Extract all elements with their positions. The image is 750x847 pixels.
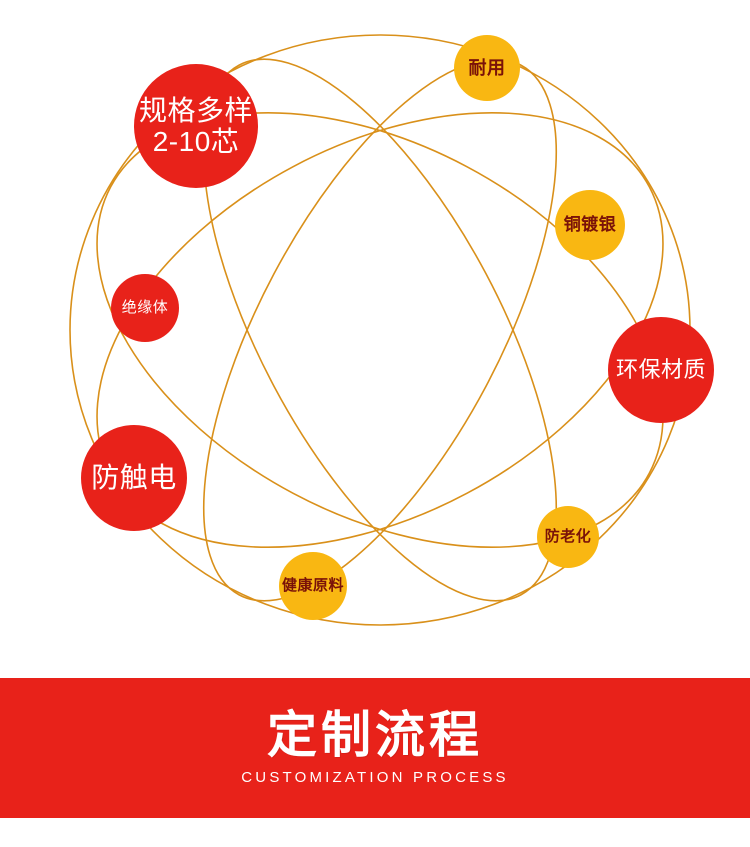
feature-node-durable[interactable]: 耐用 <box>454 35 520 101</box>
feature-node-eco-material[interactable]: 环保材质 <box>608 317 714 423</box>
feature-node-healthy-material[interactable]: 健康原料 <box>279 552 347 620</box>
banner-title: 定制流程 <box>267 706 483 764</box>
feature-node-spec[interactable]: 规格多样 2-10芯 <box>134 64 258 188</box>
feature-node-insulator[interactable]: 绝缘体 <box>111 274 179 342</box>
feature-node-label-anti-shock: 防触电 <box>91 462 177 494</box>
feature-node-label-eco-material: 环保材质 <box>615 356 706 382</box>
orbit-ellipse-4 <box>202 58 558 602</box>
feature-orbit-diagram: 规格多样 2-10芯 耐用铜镀银环保材质防老化健康原料 防触电 绝缘体 <box>69 34 714 626</box>
bottom-white-strip <box>0 818 750 847</box>
orbit-ellipse-1 <box>96 111 664 549</box>
orbit-lines <box>69 34 691 626</box>
feature-node-label-silver-plated-copper: 铜镀银 <box>563 215 617 235</box>
feature-node-label-spec: 规格多样 2-10芯 <box>138 94 253 157</box>
feature-node-anti-aging[interactable]: 防老化 <box>537 506 599 568</box>
feature-node-label-anti-aging: 防老化 <box>544 527 592 545</box>
banner-subtitle: CUSTOMIZATION PROCESS <box>241 769 509 786</box>
feature-node-label-healthy-material: 健康原料 <box>281 576 344 594</box>
feature-node-silver-plated-copper[interactable]: 铜镀银 <box>555 190 625 260</box>
customization-process-banner: 定制流程 CUSTOMIZATION PROCESS <box>0 678 750 818</box>
feature-node-label-durable: 耐用 <box>468 57 506 78</box>
orbit-ellipse-3 <box>202 58 558 602</box>
feature-node-anti-shock[interactable]: 防触电 <box>81 425 187 531</box>
feature-node-label-insulator: 绝缘体 <box>121 298 169 316</box>
